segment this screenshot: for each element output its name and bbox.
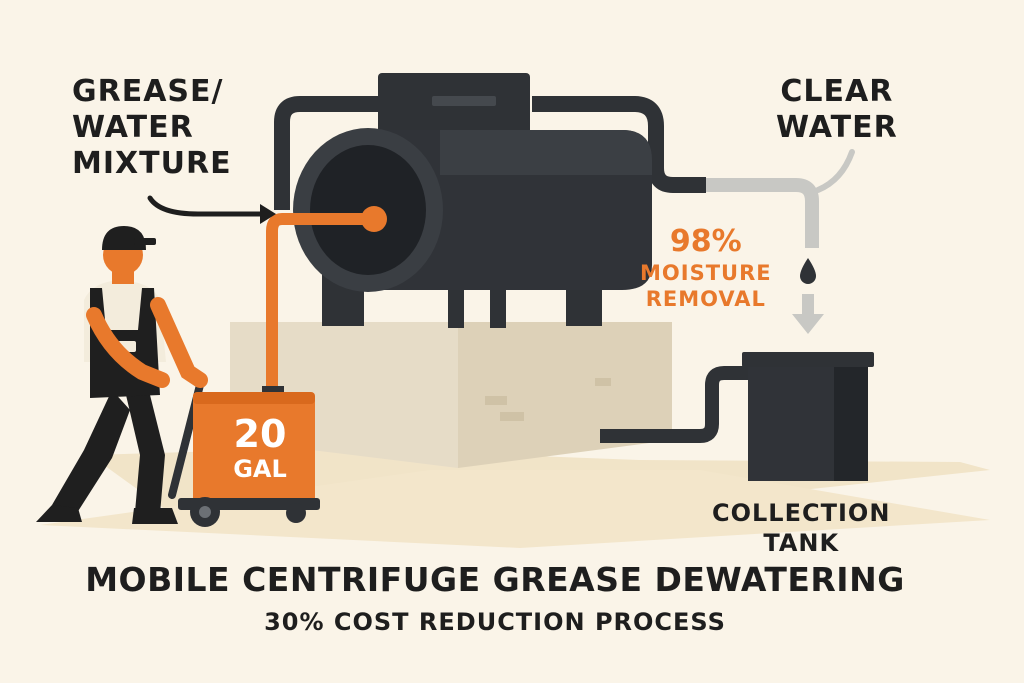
centrifuge-machine: [293, 73, 652, 328]
cart-volume-label: 20 GAL: [220, 414, 300, 484]
inlet-top-pipe: [274, 96, 378, 210]
clear-water-pipe: [706, 178, 819, 248]
moisture-removal-label: 98% MOISTURE REMOVAL: [640, 224, 772, 312]
cart: [168, 381, 320, 527]
cart-amount: 20: [233, 412, 287, 456]
inlet-fitting: [361, 206, 387, 232]
mixture-arrowhead-icon: [260, 204, 276, 224]
grease-water-mixture-label: GREASE/ WATER MIXTURE: [72, 74, 232, 182]
label-line: REMOVAL: [645, 287, 766, 311]
cart-unit: GAL: [233, 455, 287, 483]
down-arrow-icon: [792, 294, 824, 334]
clear-water-pointer: [815, 149, 855, 193]
label-line: GREASE/: [72, 74, 224, 109]
collection-tank: [600, 352, 874, 481]
worker: [36, 226, 208, 524]
label-line: COLLECTION: [712, 499, 891, 527]
label-line: CLEAR: [780, 74, 894, 109]
moisture-percent: 98%: [669, 224, 742, 259]
outlet-top-pipe: [532, 96, 706, 193]
diagram-subtitle: 30% COST REDUCTION PROCESS: [264, 608, 726, 636]
diagram-title: MOBILE CENTRIFUGE GREASE DEWATERING: [85, 560, 905, 599]
label-line: TANK: [763, 529, 840, 557]
water-drop-icon: [800, 258, 816, 284]
mixture-arrow: [147, 195, 265, 217]
label-line: MIXTURE: [72, 146, 232, 181]
collection-tank-label: COLLECTION TANK: [712, 498, 890, 558]
label-line: WATER: [72, 110, 194, 145]
feed-hose: [266, 213, 374, 390]
label-line: MOISTURE: [640, 261, 772, 285]
clear-water-label: CLEAR WATER: [776, 74, 898, 146]
ground-floor: [40, 470, 990, 548]
label-line: WATER: [776, 110, 898, 145]
